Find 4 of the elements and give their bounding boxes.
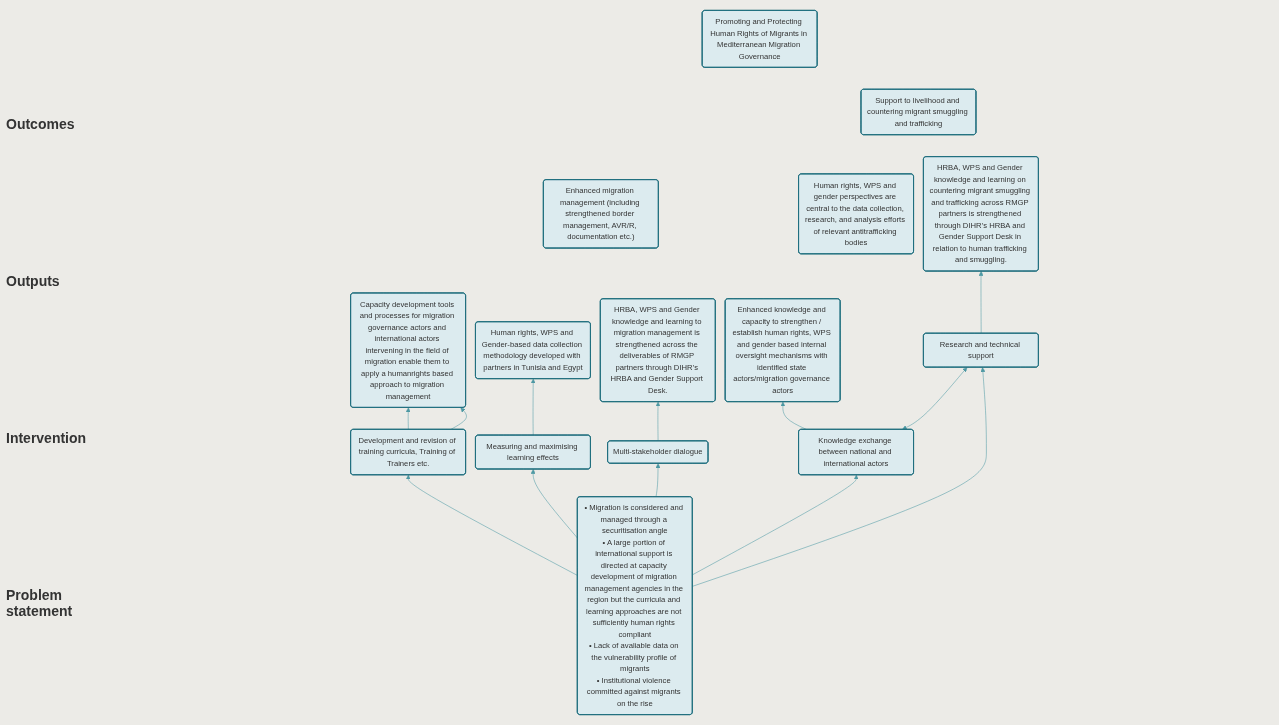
row-label: Outputs — [6, 273, 61, 290]
row-label: Outcomes — [6, 116, 76, 133]
row-label: Intervention — [6, 429, 88, 446]
row-label: Problem statement — [6, 586, 74, 619]
